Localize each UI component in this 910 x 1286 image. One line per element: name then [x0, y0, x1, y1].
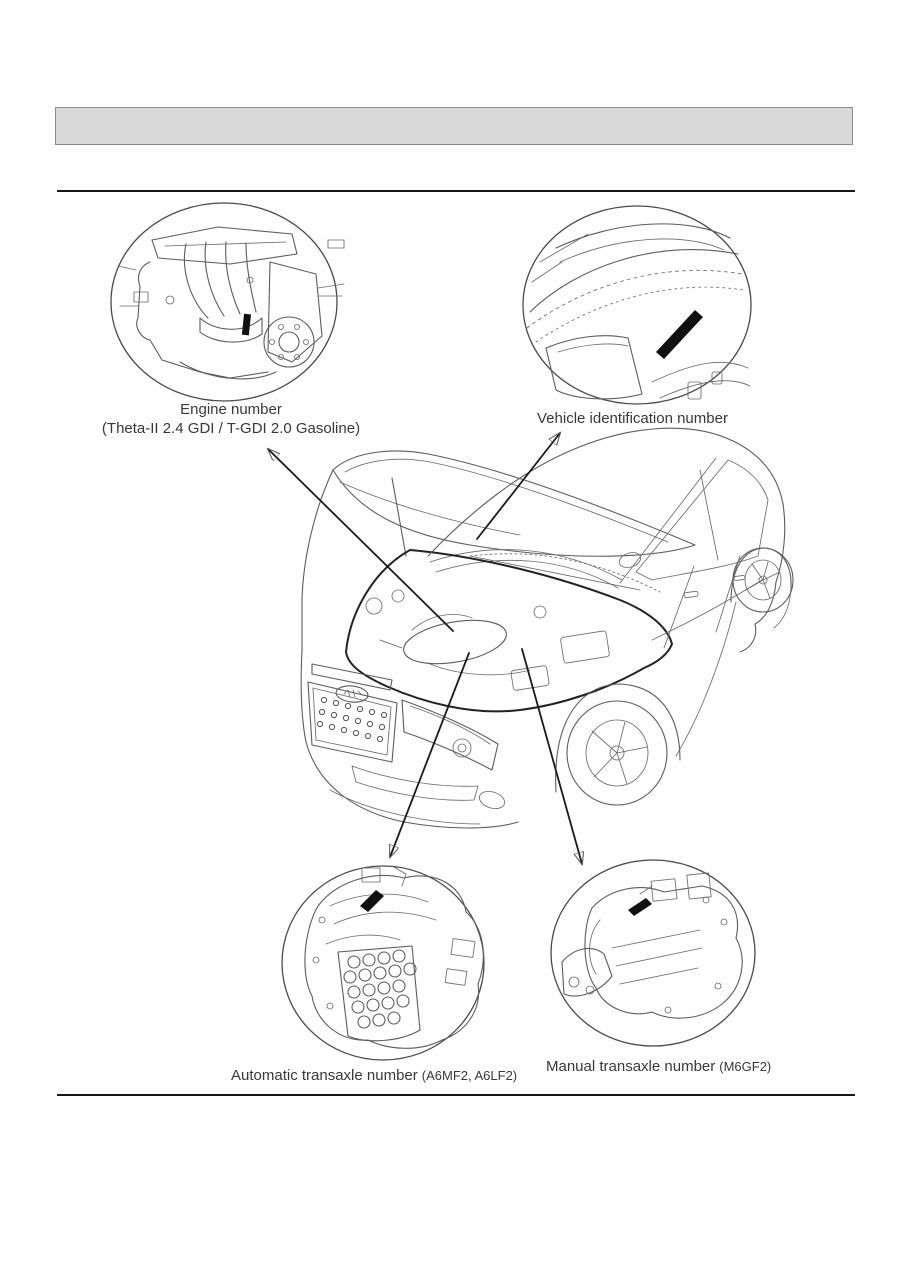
section-header-bar — [55, 107, 853, 145]
vin-label-title: Vehicle identification number — [537, 410, 728, 427]
automatic-transaxle-label-title: Automatic transaxle number — [231, 1067, 418, 1084]
automatic-transaxle-label: Automatic transaxle number(A6MF2, A6LF2) — [231, 1066, 517, 1085]
manual-transaxle-label: Manual transaxle number(M6GF2) — [546, 1057, 771, 1076]
vin-label: Vehicle identification number — [537, 409, 728, 428]
car-illustration — [300, 427, 794, 829]
engine-number-label: Engine number (Theta-II 2.4 GDI / T-GDI … — [75, 400, 387, 438]
engine-illustration — [110, 202, 345, 402]
engine-callout-arrow — [268, 449, 454, 632]
valve-body-bolts — [343, 949, 417, 1029]
manual-transaxle-marker-icon — [628, 898, 652, 916]
automatic-transaxle-marker-icon — [360, 890, 384, 912]
manual-transaxle-illustration — [550, 859, 756, 1047]
automatic-transaxle-illustration — [281, 865, 485, 1061]
engine-number-label-subtitle: (Theta-II 2.4 GDI / T-GDI 2.0 Gasoline) — [101, 420, 361, 437]
bottom-divider — [57, 1094, 855, 1096]
top-divider — [57, 190, 855, 192]
callout-arrows — [268, 433, 582, 864]
automatic-transaxle-label-codes: (A6MF2, A6LF2) — [421, 1068, 518, 1083]
engine-number-label-title: Engine number — [180, 401, 282, 418]
vin-plate-marker-icon — [656, 310, 703, 359]
manual-transaxle-label-codes: (M6GF2) — [719, 1059, 772, 1074]
manual-transaxle-label-title: Manual transaxle number — [546, 1058, 716, 1075]
vin-callout-arrow — [476, 433, 560, 540]
grille-mesh — [316, 696, 388, 743]
manual-transaxle-callout-arrow — [521, 648, 582, 864]
engine-number-marker-icon — [241, 313, 252, 336]
vin-location-illustration — [522, 205, 752, 405]
kia-badge — [335, 685, 369, 703]
automatic-transaxle-callout-arrow — [390, 652, 470, 857]
